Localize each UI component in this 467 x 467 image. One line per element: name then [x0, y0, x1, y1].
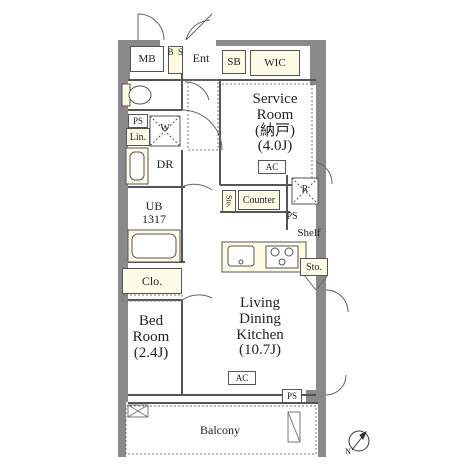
clo-box: Clo.	[122, 268, 182, 294]
sb-left-box: S B	[165, 46, 186, 74]
bathtub-icon	[127, 229, 181, 263]
refrigerator-icon	[291, 177, 319, 205]
sto-small-box: Sto.	[222, 190, 236, 212]
shelf-label: Shelf	[297, 227, 321, 239]
ldk-line-3: Kitchen	[236, 326, 284, 343]
bedroom-line-3: (2.4J)	[133, 344, 169, 361]
ps-balcony-box: PS	[282, 389, 302, 403]
sto-kitchen-box: Sto.	[300, 258, 328, 276]
sto-small-label: Sto.	[224, 194, 234, 208]
service-room-line-2: Room	[256, 106, 294, 123]
bedroom-label: Bed Room (2.4J)	[122, 313, 180, 361]
ent-label: Ent	[192, 51, 210, 65]
dashed-outlines	[121, 79, 317, 455]
ps-top-box: PS	[128, 114, 148, 128]
refrigerator-label: R	[301, 184, 309, 195]
washbasin-icon	[125, 147, 149, 185]
balcony-label: Balcony	[200, 423, 240, 437]
service-room-label: Service Room (納戸) (4.0J)	[235, 91, 315, 155]
outer-walls	[118, 40, 326, 457]
ldk-label: Living Dining Kitchen (10.7J)	[215, 295, 305, 359]
bedroom-line-1: Bed	[138, 313, 164, 329]
mb-box: MB	[130, 46, 164, 72]
dr-label: DR	[156, 157, 174, 171]
unit-bath-line-1: UB	[145, 199, 163, 213]
north-arrow-icon	[348, 430, 370, 452]
sb-right-box: SB	[222, 50, 246, 74]
unit-bath-line-2: 1317	[142, 211, 166, 226]
washer-label: W	[160, 123, 170, 134]
bedroom-line-2: Room	[132, 328, 170, 345]
north-label: N	[345, 447, 351, 456]
wic-box: WIC	[250, 50, 300, 76]
kitchen-counter	[221, 241, 307, 273]
door-swings	[137, 13, 349, 396]
ldk-line-4: (10.7J)	[238, 342, 282, 359]
service-room-line-4: (4.0J)	[257, 138, 293, 155]
counter-box: Counter	[238, 190, 280, 210]
ps-mid-label: PS	[286, 211, 298, 222]
service-room-line-3: (納戸)	[255, 122, 295, 139]
toilet-icon	[121, 83, 152, 107]
service-room-line-1: Service	[252, 91, 298, 107]
sb-left-label: S B	[165, 47, 186, 57]
washer-icon	[149, 115, 181, 147]
ldk-line-2: Dining	[239, 310, 281, 327]
lin-box: Lin.	[126, 128, 150, 146]
ldk-line-1: Living	[240, 295, 280, 311]
ac-ldk-box: AC	[228, 371, 256, 385]
ac-service-box: AC	[258, 160, 286, 174]
unit-bath-label: UB 1317	[130, 200, 178, 225]
balcony-hatch	[127, 404, 301, 443]
